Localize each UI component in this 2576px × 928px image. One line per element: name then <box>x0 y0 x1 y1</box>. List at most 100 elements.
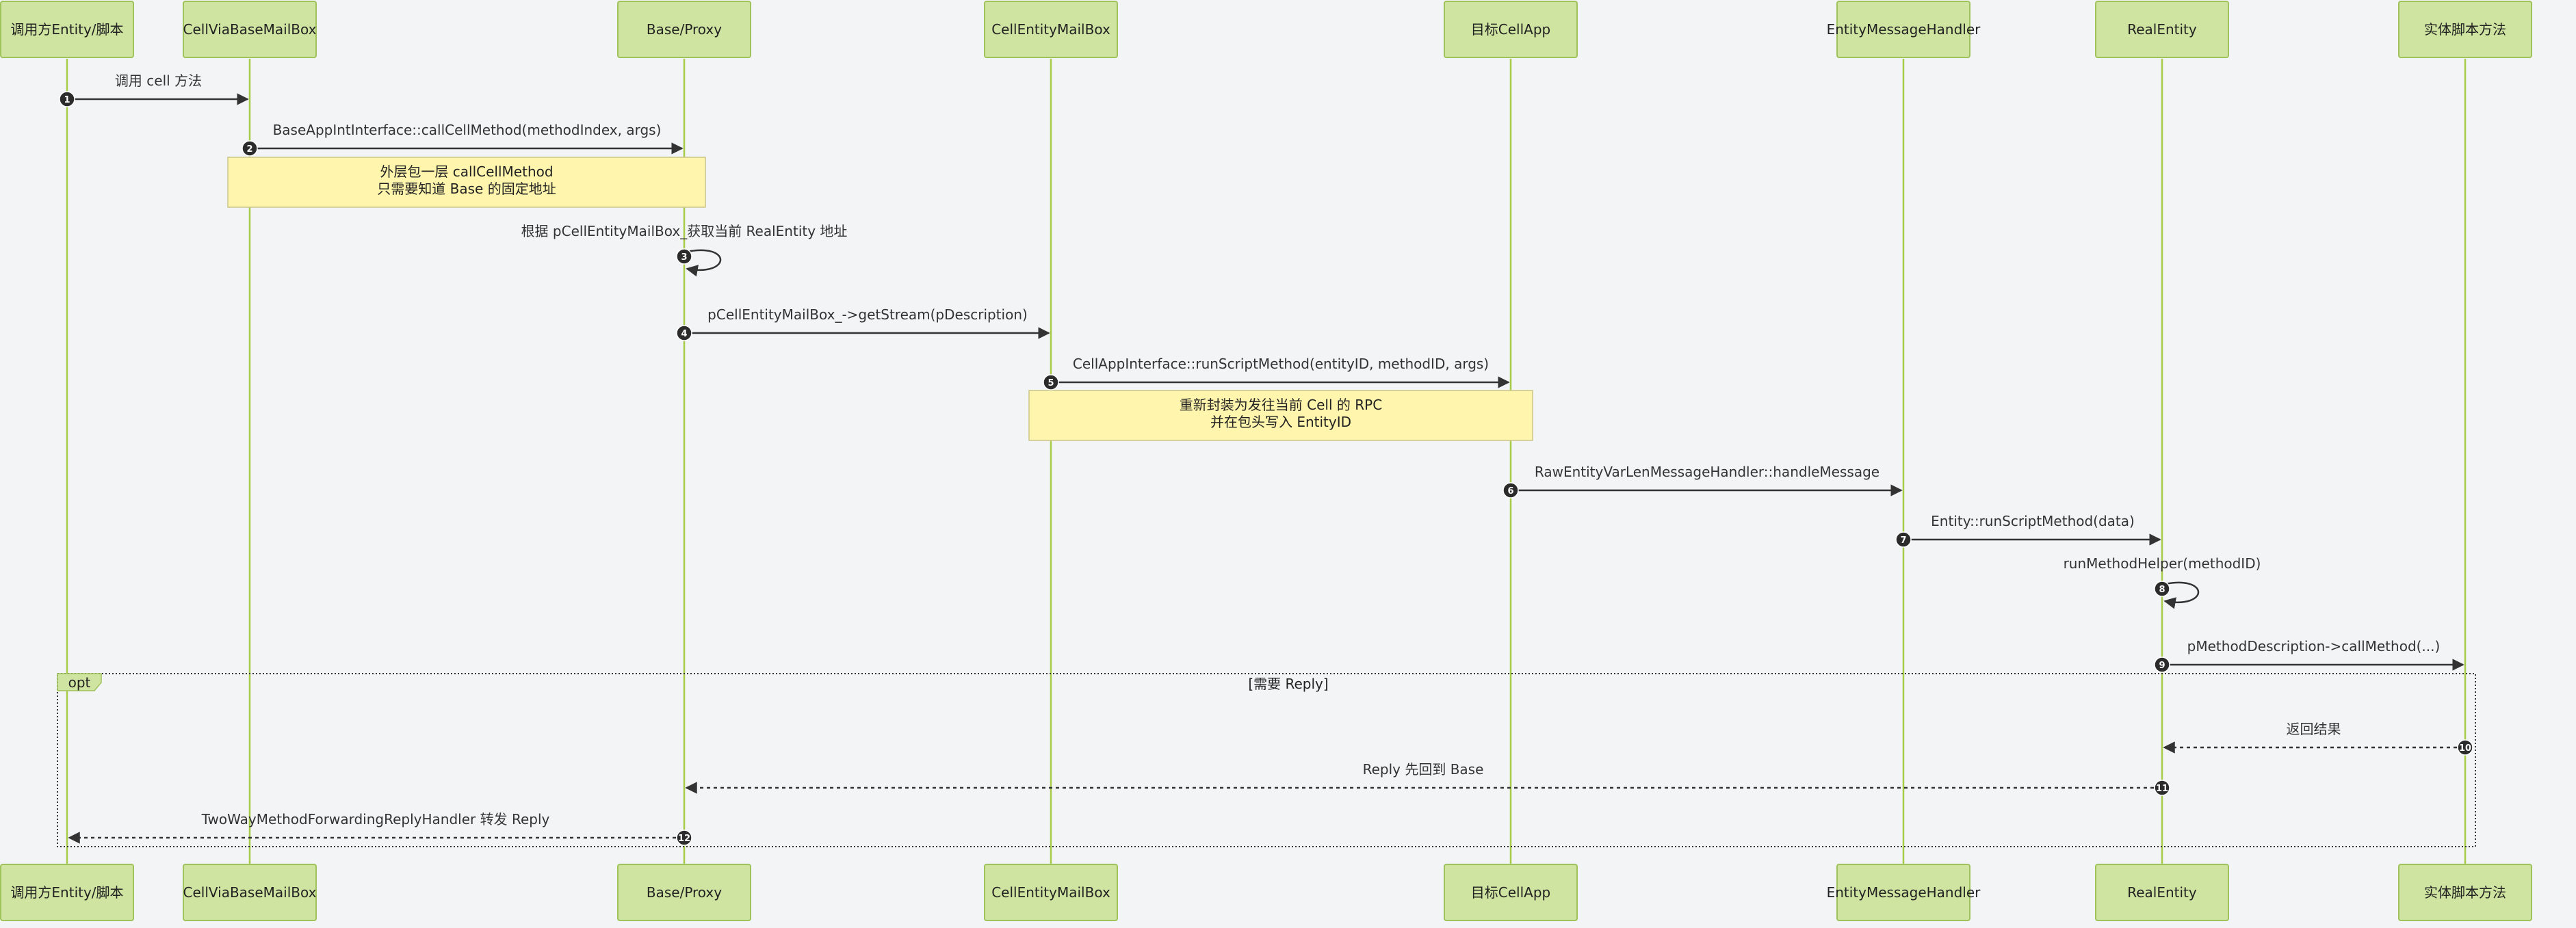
sequence-number: 6 <box>1507 486 1513 496</box>
actor-box <box>1444 864 1578 921</box>
sequence-number-badge <box>59 91 75 107</box>
sequence-number-badge <box>676 325 692 341</box>
message-12: TwoWayMethodForwardingReplyHandler 转发 Re… <box>68 811 692 846</box>
actor-bottom-cemb: CellEntityMailBox <box>984 864 1118 921</box>
message-6: RawEntityVarLenMessageHandler::handleMes… <box>1502 464 1903 499</box>
message-3: 根据 pCellEntityMailBox_获取当前 RealEntity 地址… <box>521 223 848 277</box>
message-arrow <box>684 249 722 277</box>
actor-box <box>1836 1 1970 58</box>
actor-label: 实体脚本方法 <box>2424 884 2506 901</box>
message-label: BaseAppIntInterface::callCellMethod(meth… <box>273 122 662 138</box>
actor-box <box>183 864 317 921</box>
sequence-number: 2 <box>246 144 252 155</box>
sequence-number: 7 <box>1900 535 1906 546</box>
sequence-number-badge <box>676 830 692 846</box>
actor-box <box>984 864 1118 921</box>
actor-box <box>1836 864 1970 921</box>
message-label: runMethodHelper(methodID) <box>2064 555 2261 572</box>
note-box <box>227 157 706 208</box>
actor-label: CellViaBaseMailBox <box>183 884 317 901</box>
actor-bottom-script: 实体脚本方法 <box>2398 864 2532 921</box>
sequence-number: 11 <box>2156 784 2168 794</box>
actor-box <box>183 1 317 58</box>
actor-box <box>984 1 1118 58</box>
actor-top-script: 实体脚本方法 <box>2398 1 2532 58</box>
note-text-line: 外层包一层 callCellMethod <box>380 163 553 180</box>
opt-frame <box>57 673 2476 847</box>
actor-label: Base/Proxy <box>647 21 722 38</box>
message-7: Entity::runScriptMethod(data)7 <box>1895 513 2161 548</box>
actor-bottom-caller: 调用方Entity/脚本 <box>0 864 134 921</box>
actor-label: CellEntityMailBox <box>991 21 1110 38</box>
actor-box <box>0 864 134 921</box>
actor-label: Base/Proxy <box>647 884 722 901</box>
actor-top-real: RealEntity <box>2095 1 2229 58</box>
actor-label: 目标CellApp <box>1471 21 1550 38</box>
sequence-number: 5 <box>1048 378 1054 388</box>
messages: 调用 cell 方法1BaseAppIntInterface::callCell… <box>59 72 2473 846</box>
sequence-number: 9 <box>2159 661 2165 671</box>
opt-label: opt <box>68 674 91 691</box>
sequence-number: 10 <box>2459 743 2471 754</box>
actor-box <box>617 1 751 58</box>
actors: 调用方Entity/脚本调用方Entity/脚本CellViaBaseMailB… <box>0 1 2532 921</box>
sequence-number-badge <box>242 140 258 157</box>
note-box <box>1028 390 1533 441</box>
actor-label: 目标CellApp <box>1471 884 1550 901</box>
sequence-number-badge <box>2154 581 2170 597</box>
message-label: pCellEntityMailBox_->getStream(pDescript… <box>707 306 1028 323</box>
actor-box <box>2095 864 2229 921</box>
message-5: CellAppInterface::runScriptMethod(entity… <box>1043 356 1510 390</box>
actor-top-base: Base/Proxy <box>617 1 751 58</box>
actor-top-cvbmb: CellViaBaseMailBox <box>183 1 317 58</box>
message-label: TwoWayMethodForwardingReplyHandler 转发 Re… <box>201 811 550 827</box>
sequence-number: 12 <box>678 834 690 844</box>
message-11: Reply 先回到 Base 11 <box>685 761 2170 796</box>
actor-label: 调用方Entity/脚本 <box>10 884 123 901</box>
note-text-line: 并在包头写入 EntityID <box>1210 414 1351 430</box>
actor-label: RealEntity <box>2127 21 2197 38</box>
actor-top-emh: EntityMessageHandler <box>1827 1 1981 58</box>
sequence-number: 3 <box>681 252 687 263</box>
sequence-number-badge <box>676 248 692 265</box>
message-label: 调用 cell 方法 <box>115 72 202 89</box>
message-label: 根据 pCellEntityMailBox_获取当前 RealEntity 地址 <box>521 223 848 239</box>
message-1: 调用 cell 方法1 <box>59 72 249 107</box>
message-label: pMethodDescription->callMethod(...) <box>2187 638 2441 654</box>
sequence-number-badge <box>2457 739 2473 756</box>
note-text-line: 只需要知道 Base 的固定地址 <box>377 181 556 197</box>
note-text-line: 重新封装为发往当前 Cell 的 RPC <box>1180 397 1382 413</box>
message-label: Reply 先回到 Base <box>1363 761 1484 778</box>
message-label: CellAppInterface::runScriptMethod(entity… <box>1073 356 1489 372</box>
message-arrow <box>2161 581 2200 609</box>
message-label: RawEntityVarLenMessageHandler::handleMes… <box>1535 464 1879 480</box>
message-8: runMethodHelper(methodID)8 <box>2064 555 2261 609</box>
actor-label: EntityMessageHandler <box>1827 21 1981 38</box>
actor-bottom-cvbmb: CellViaBaseMailBox <box>183 864 317 921</box>
sequence-number-badge <box>2154 657 2170 673</box>
actor-bottom-base: Base/Proxy <box>617 864 751 921</box>
actor-box <box>1444 1 1578 58</box>
sequence-number: 4 <box>681 329 687 339</box>
actor-bottom-cellapp: 目标CellApp <box>1444 864 1578 921</box>
actor-top-cemb: CellEntityMailBox <box>984 1 1118 58</box>
sequence-number-badge <box>2154 780 2170 796</box>
actor-top-caller: 调用方Entity/脚本 <box>0 1 134 58</box>
message-label: Entity::runScriptMethod(data) <box>1931 513 2135 529</box>
opt-tab <box>57 673 102 691</box>
actor-box <box>2398 1 2532 58</box>
actor-label: CellEntityMailBox <box>991 884 1110 901</box>
actor-bottom-emh: EntityMessageHandler <box>1827 864 1981 921</box>
actor-label: RealEntity <box>2127 884 2197 901</box>
actor-box <box>2095 1 2229 58</box>
actor-box <box>2398 864 2532 921</box>
message-2: BaseAppIntInterface::callCellMethod(meth… <box>242 122 684 157</box>
opt-condition: [需要 Reply] <box>1248 676 1328 692</box>
sequence-number-badge <box>1895 531 1912 548</box>
actor-bottom-real: RealEntity <box>2095 864 2229 921</box>
